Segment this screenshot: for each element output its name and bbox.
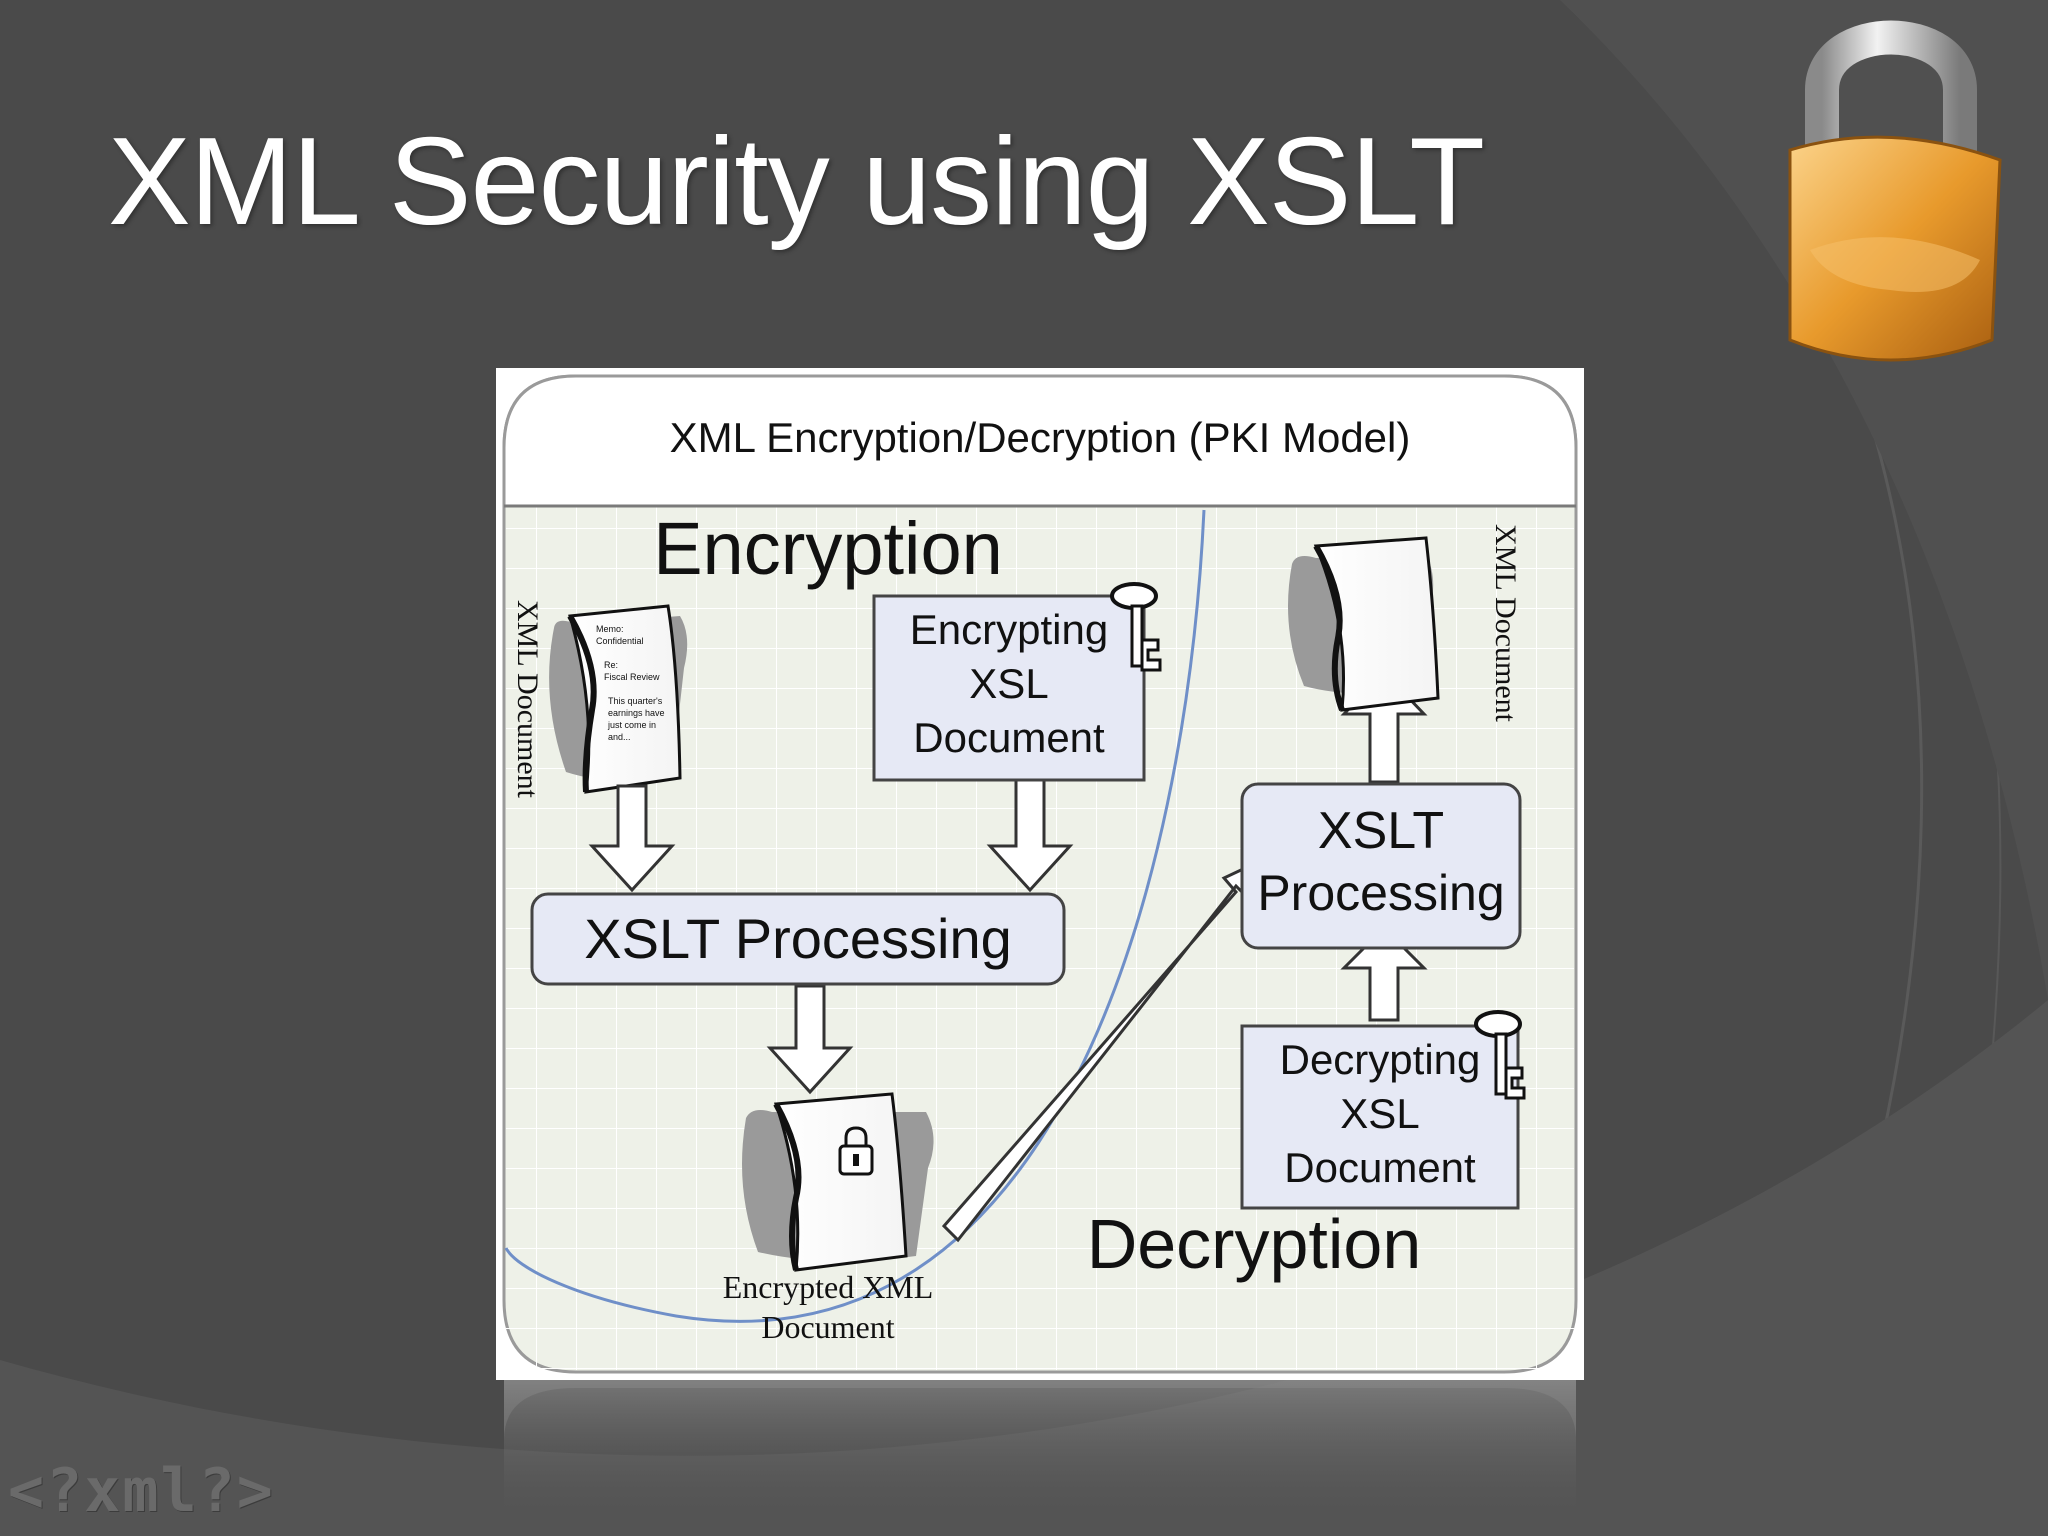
- xml-document-icon-left: Memo: Confidential Re: Fiscal Review Thi…: [549, 604, 688, 794]
- memo-line: Re:: [604, 660, 618, 670]
- xslt-processing-line: XSLT: [1318, 802, 1444, 860]
- decrypting-doc-line: XSL: [1340, 1090, 1419, 1137]
- arrows: [588, 669, 1428, 1243]
- arrow-down-icon: [986, 776, 1074, 893]
- decrypting-doc-line: Decrypting: [1280, 1036, 1481, 1083]
- xml-document-right-label: XML Document: [1489, 524, 1522, 723]
- memo-line: and...: [608, 732, 631, 742]
- xslt-processing-wide-box: [530, 892, 1066, 986]
- arrow-down-icon: [766, 984, 854, 1095]
- xml-logo: <?xml?>: [8, 1456, 275, 1526]
- decryption-label: Decryption: [1087, 1205, 1422, 1283]
- encrypted-document-icon: [742, 1092, 934, 1272]
- diagram-canvas: XML Encryption/Decryption (PKI Model) En…: [502, 374, 1578, 1374]
- diagram-figure: XML Encryption/Decryption (PKI Model) En…: [496, 368, 1584, 1380]
- encrypted-doc-line: Document: [761, 1309, 894, 1345]
- key-icon: [1474, 1010, 1526, 1100]
- diagram-header: XML Encryption/Decryption (PKI Model): [670, 414, 1411, 461]
- padlock-icon: [1788, 20, 2002, 362]
- encrypting-doc-line: Encrypting: [910, 606, 1108, 653]
- xslt-processing-wide-label: XSLT Processing: [584, 907, 1011, 970]
- xml-document-icon-right: [1288, 536, 1440, 712]
- xslt-processing-box: [1240, 782, 1522, 950]
- arrow-down-icon: [588, 784, 676, 893]
- memo-line: earnings have: [608, 708, 665, 718]
- divider-curve: [504, 509, 1206, 1323]
- memo-line: Confidential: [596, 636, 644, 646]
- padlock-small-icon: [838, 1126, 874, 1176]
- encryption-label: Encryption: [653, 507, 1003, 590]
- memo-line: just come in: [607, 720, 656, 730]
- encrypted-doc-line: Encrypted XML: [723, 1269, 934, 1305]
- encrypting-doc-line: XSL: [969, 660, 1048, 707]
- decrypting-doc-line: Document: [1284, 1144, 1476, 1191]
- figure-reflection: [496, 1380, 1584, 1536]
- key-icon: [1110, 582, 1162, 672]
- encrypting-xsl-box: [872, 594, 1146, 782]
- slide-title: XML Security using XSLT: [108, 113, 1485, 251]
- memo-line: Fiscal Review: [604, 672, 660, 682]
- xml-document-left-label: XML Document: [511, 600, 544, 799]
- encrypting-doc-line: Document: [913, 714, 1105, 761]
- memo-line: This quarter's: [608, 696, 663, 706]
- xslt-processing-line: Processing: [1257, 865, 1504, 921]
- decrypting-xsl-box: [1240, 1024, 1520, 1210]
- memo-line: Memo:: [596, 624, 624, 634]
